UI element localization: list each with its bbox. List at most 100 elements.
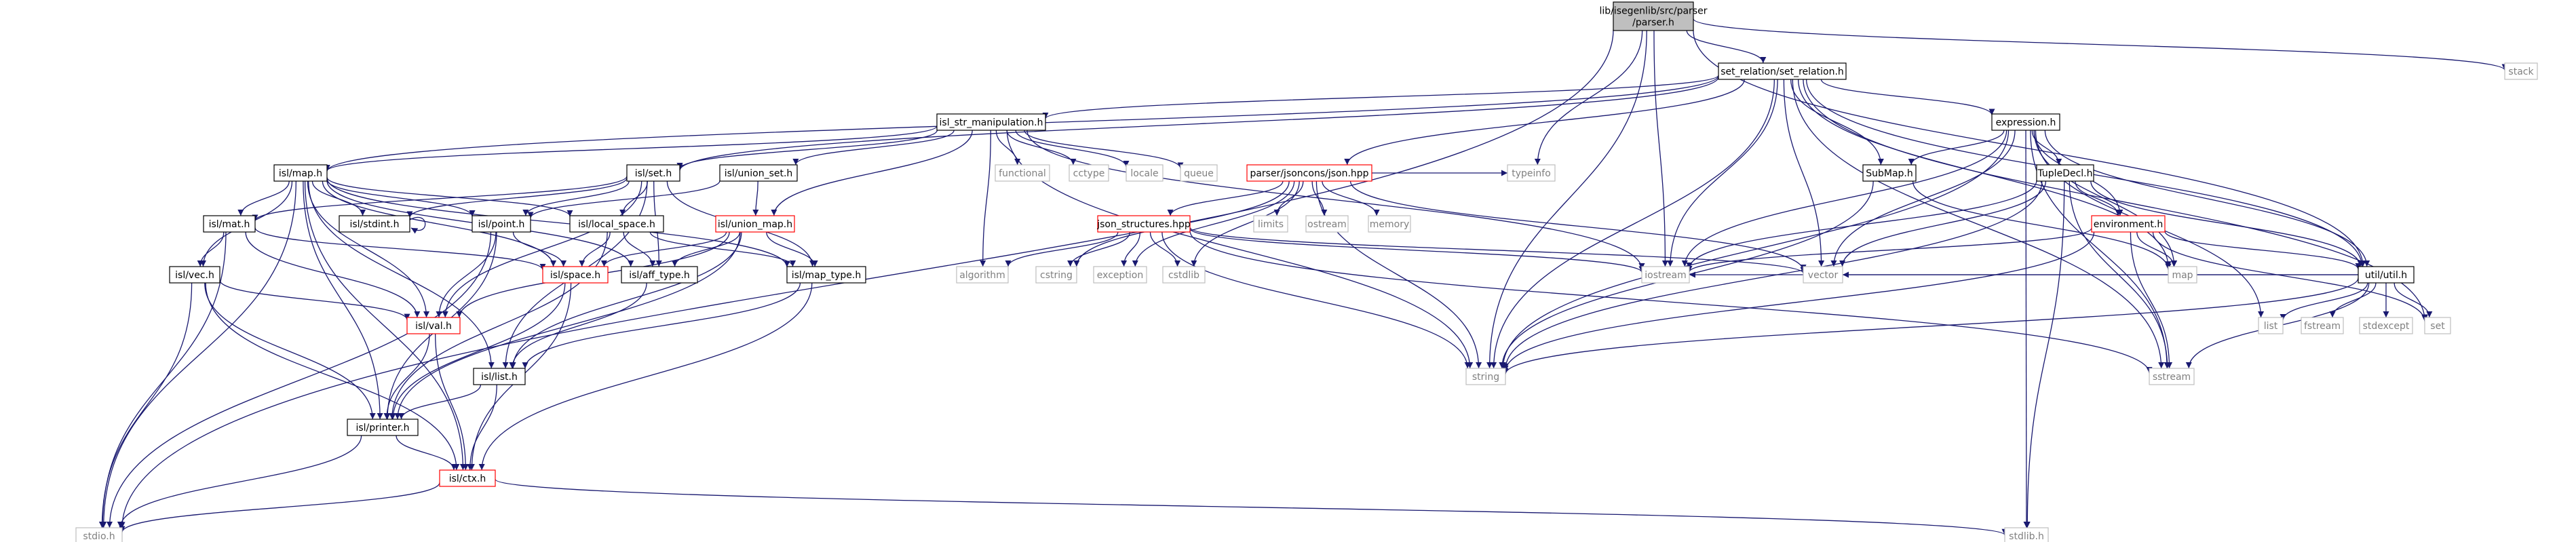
edge-isl_mat-to-isl_vec — [197, 231, 225, 267]
node-json_hpp[interactable]: parser/jsoncons/json.hpp — [1246, 164, 1372, 182]
node-label: limits — [1258, 219, 1284, 230]
node-label: isl/space.h — [550, 270, 600, 281]
edge-isl_map_type-to-isl_list — [522, 282, 801, 369]
node-isl_space[interactable]: isl/space.h — [542, 266, 609, 284]
node-label: ostream — [1307, 219, 1347, 230]
node-box — [1069, 164, 1109, 182]
node-box — [1097, 215, 1191, 233]
node-set_relation[interactable]: set_relation/set_relation.h — [1718, 62, 1847, 80]
edge-isl_map-to-isl_point — [326, 179, 476, 217]
edge-json_hpp-to-vector — [1349, 180, 1807, 271]
node-limits: limits — [1253, 215, 1288, 233]
node-isl_union_map[interactable]: isl/union_map.h — [715, 215, 795, 233]
edge-isl_str_manipulation-to-algorithm — [980, 130, 991, 267]
node-label: isl/union_map.h — [718, 219, 792, 230]
edge-environment-to-sstream — [2130, 231, 2173, 369]
node-algorithm: algorithm — [956, 266, 1009, 284]
node-isl_set[interactable]: isl/set.h — [626, 164, 680, 182]
edge-isl_point-to-stdio — [106, 231, 492, 528]
node-label: cctype — [1073, 168, 1105, 179]
edge-tupledecl-to-iostream — [1686, 180, 2037, 269]
node-isl_ctx[interactable]: isl/ctx.h — [439, 469, 496, 487]
node-box — [621, 266, 698, 284]
node-label: isl/set.h — [635, 168, 672, 179]
node-box — [1991, 113, 2060, 131]
edge-environment-to-string — [1502, 231, 2095, 372]
node-isl_point[interactable]: isl/point.h — [472, 215, 531, 233]
node-box — [956, 266, 1009, 284]
node-isl_val[interactable]: isl/val.h — [406, 317, 461, 334]
node-isl_map_type[interactable]: isl/map_type.h — [786, 266, 866, 284]
edge-isl_list-to-isl_ctx — [467, 384, 497, 471]
node-isl_str_manipulation[interactable]: isl_str_manipulation.h — [936, 113, 1046, 131]
edge-parser-to-stdio — [119, 29, 1614, 528]
node-locale: locale — [1126, 164, 1164, 182]
node-isl_stdint[interactable]: isl/stdint.h — [339, 215, 410, 233]
node-label: stdlib.h — [2009, 531, 2044, 542]
edge-util-to-list — [2280, 282, 2368, 321]
edge-isl_map-to-isl_val — [307, 180, 430, 318]
node-box — [786, 266, 866, 284]
node-label: isl/union_set.h — [725, 168, 793, 179]
node-label: isl/map.h — [279, 168, 322, 179]
node-label: TupleDecl.h — [2037, 168, 2093, 179]
edge-isl_map-to-isl_space — [322, 180, 557, 267]
edge-isl_printer-to-stdio — [117, 435, 362, 528]
node-box — [1035, 266, 1077, 284]
node-iostream: iostream — [1641, 266, 1690, 284]
node-environment[interactable]: environment.h — [2091, 215, 2166, 233]
edge-set_relation-to-json_hpp — [1344, 79, 1745, 166]
node-box — [542, 266, 609, 284]
edge-isl_str_manipulation-to-isl_union_set — [792, 130, 955, 166]
node-parser[interactable]: lib/isegenlib/src/parser/parser.h — [1600, 1, 1708, 31]
node-isl_aff_type[interactable]: isl/aff_type.h — [621, 266, 698, 284]
edge-isl_map-to-isl_mat — [237, 180, 290, 216]
edge-isl_union_map-to-isl_printer — [394, 231, 741, 420]
edge-isl_map-to-isl_ctx — [304, 180, 466, 471]
node-set: set — [2424, 317, 2451, 334]
node-isl_mat[interactable]: isl/mat.h — [203, 215, 256, 233]
edge-submap-to-map — [1912, 180, 2172, 270]
edge-set_relation-to-string — [1491, 79, 1775, 369]
edge-json_structures-to-algorithm — [1005, 231, 1119, 267]
node-box — [1305, 215, 1349, 233]
node-json_structures[interactable]: json_structures.hpp — [1096, 215, 1191, 233]
node-expression[interactable]: expression.h — [1991, 113, 2060, 131]
edge-tupledecl-to-util — [2090, 180, 2364, 267]
node-isl_list[interactable]: isl/list.h — [473, 368, 526, 385]
node-isl_local_space[interactable]: isl/local_space.h — [569, 215, 664, 233]
node-box — [2258, 317, 2284, 334]
edge-environment-to-util — [2164, 231, 2362, 270]
node-isl_vec[interactable]: isl/vec.h — [169, 266, 220, 284]
edge-isl_printer-to-isl_ctx — [396, 435, 457, 471]
node-isl_map[interactable]: isl/map.h — [273, 164, 328, 182]
edge-json_structures-to-exception — [1121, 231, 1141, 267]
node-string: string — [1465, 368, 1506, 385]
node-label: isl/vec.h — [175, 270, 214, 281]
edge-util-to-string — [1502, 277, 2359, 374]
node-box — [273, 164, 328, 182]
node-label: string — [1472, 372, 1499, 383]
node-cstring: cstring — [1035, 266, 1077, 284]
node-label: parser/jsoncons/json.hpp — [1250, 168, 1368, 179]
node-label: set — [2430, 321, 2445, 332]
node-tupledecl[interactable]: TupleDecl.h — [2036, 164, 2094, 182]
edge-parser-to-string — [1486, 30, 1647, 369]
edge-isl_list-to-isl_printer — [398, 384, 482, 420]
node-isl_union_set[interactable]: isl/union_set.h — [719, 164, 798, 182]
include-nodes: lib/isegenlib/src/parser/parser.hstackse… — [75, 1, 2538, 542]
node-box — [439, 469, 496, 487]
node-isl_printer[interactable]: isl/printer.h — [347, 419, 419, 436]
edge-tupledecl-to-stdlib — [2024, 180, 2065, 528]
edge-json_hpp-to-cstdlib — [1191, 180, 1300, 267]
edge-isl_point-to-isl_space — [512, 231, 567, 267]
node-submap[interactable]: SubMap.h — [1862, 164, 1917, 182]
edge-isl_union_map-to-isl_list — [510, 231, 742, 369]
node-box — [75, 527, 123, 542]
node-label: SubMap.h — [1866, 168, 1913, 179]
node-util[interactable]: util/util.h — [2358, 266, 2415, 284]
node-label: isl/local_space.h — [578, 219, 655, 230]
edge-isl_aff_type-to-isl_list — [509, 282, 647, 369]
edge-isl_mat-to-isl_val — [245, 231, 421, 318]
